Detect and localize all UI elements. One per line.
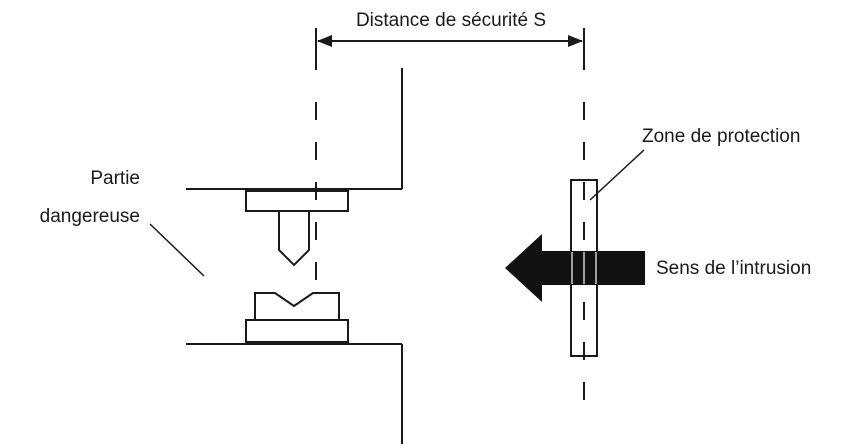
dangerous-part-annotation: Partie dangereuse [40, 168, 205, 277]
safety-distance-label: Distance de sécurité S [356, 10, 546, 31]
dangerous-part-leader [149, 223, 205, 277]
intrusion-direction-label: Sens de l’intrusion [656, 258, 811, 279]
lower-machine-frame [186, 343, 403, 444]
protection-zone-front [571, 252, 597, 284]
intrusion-arrow [505, 234, 645, 302]
protection-zone-label: Zone de protection [642, 126, 800, 147]
safety-distance-dimension: Distance de sécurité S [315, 10, 585, 70]
dangerous-part-label-line2: dangereuse [40, 206, 140, 227]
upper-machine-frame [186, 68, 403, 190]
lower-tool-die [245, 292, 349, 343]
protection-zone-annotation: Zone de protection [589, 126, 800, 201]
upper-tool-punch [245, 190, 349, 267]
protection-zone-leader [589, 149, 645, 201]
dangerous-part-label-line1: Partie [90, 168, 140, 189]
